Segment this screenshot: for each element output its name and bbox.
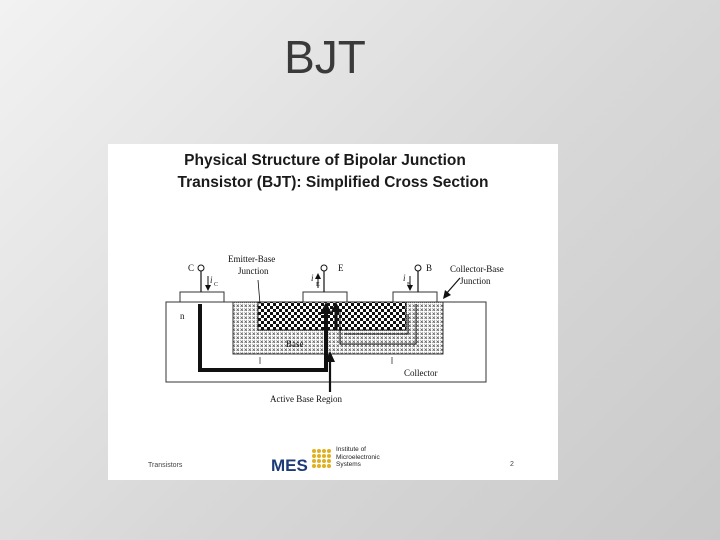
current-ic-label: i: [210, 275, 213, 285]
collector-region-label: Collector: [404, 368, 438, 378]
emitter-terminal: [320, 264, 328, 272]
base-terminal: [414, 264, 422, 272]
emitter-base-junction-pointer: [257, 279, 261, 305]
figure-heading-line2: Transistor (BJT): Simplified Cross Secti…: [177, 174, 489, 191]
terminal-c-label: C: [188, 263, 194, 273]
electron-flow-arrowhead: [320, 302, 332, 314]
institute-line3: Systems: [336, 461, 361, 468]
current-ie-label: i: [311, 273, 314, 283]
collector-contact: [179, 291, 225, 303]
base-flow-path: [344, 314, 409, 335]
bjt-cross-section-diagram: C E B i C i E i B Emitter-Base Junction …: [165, 254, 504, 404]
base-region-label: Base: [286, 339, 304, 349]
current-ic-sub: C: [214, 282, 218, 288]
electron-flow-path: [198, 304, 328, 372]
terminal-e-label: E: [338, 263, 344, 273]
active-base-region-label: Active Base Region: [270, 394, 342, 404]
terminal-b-label: B: [426, 263, 432, 273]
emitter-contact: [302, 291, 348, 303]
institute-logo-mark: [312, 449, 331, 468]
current-ie-sub: E: [316, 282, 320, 288]
base-contact: [392, 291, 438, 303]
current-ib-label: i: [403, 273, 406, 283]
collector-base-junction-label-1: Collector-Base: [450, 264, 504, 274]
collector-base-junction-pointer-head: [443, 290, 451, 299]
page-number: 2: [510, 461, 514, 468]
current-ib-sub: B: [407, 282, 411, 288]
figure-panel: Physical Structure of Bipolar Junction T…: [108, 144, 558, 480]
collector-base-junction-label-2: Junction: [460, 276, 491, 286]
active-base-pointer-head: [325, 351, 335, 362]
emitter-region: [257, 301, 407, 331]
emitter-base-junction-label-2: Junction: [238, 266, 269, 276]
institute-line2: Microelectronic: [336, 453, 380, 461]
footer-left-text: Transistors: [148, 462, 183, 469]
base-current-path: [339, 304, 417, 345]
institute-line1: Institute of: [336, 446, 366, 453]
figure-heading-line1: Physical Structure of Bipolar Junction: [184, 152, 466, 169]
collector-base-junction-pointer: [445, 277, 461, 295]
collector-terminal: [197, 264, 205, 272]
slide-title: BJT: [284, 31, 366, 83]
n-region-label: n: [180, 311, 185, 321]
injection-arrowhead: [331, 302, 341, 312]
institute-name: Institute of Microelectronic Systems: [336, 446, 380, 469]
emitter-base-junction-label-1: Emitter-Base: [228, 254, 275, 264]
mes-logo-text: MES: [271, 456, 308, 475]
